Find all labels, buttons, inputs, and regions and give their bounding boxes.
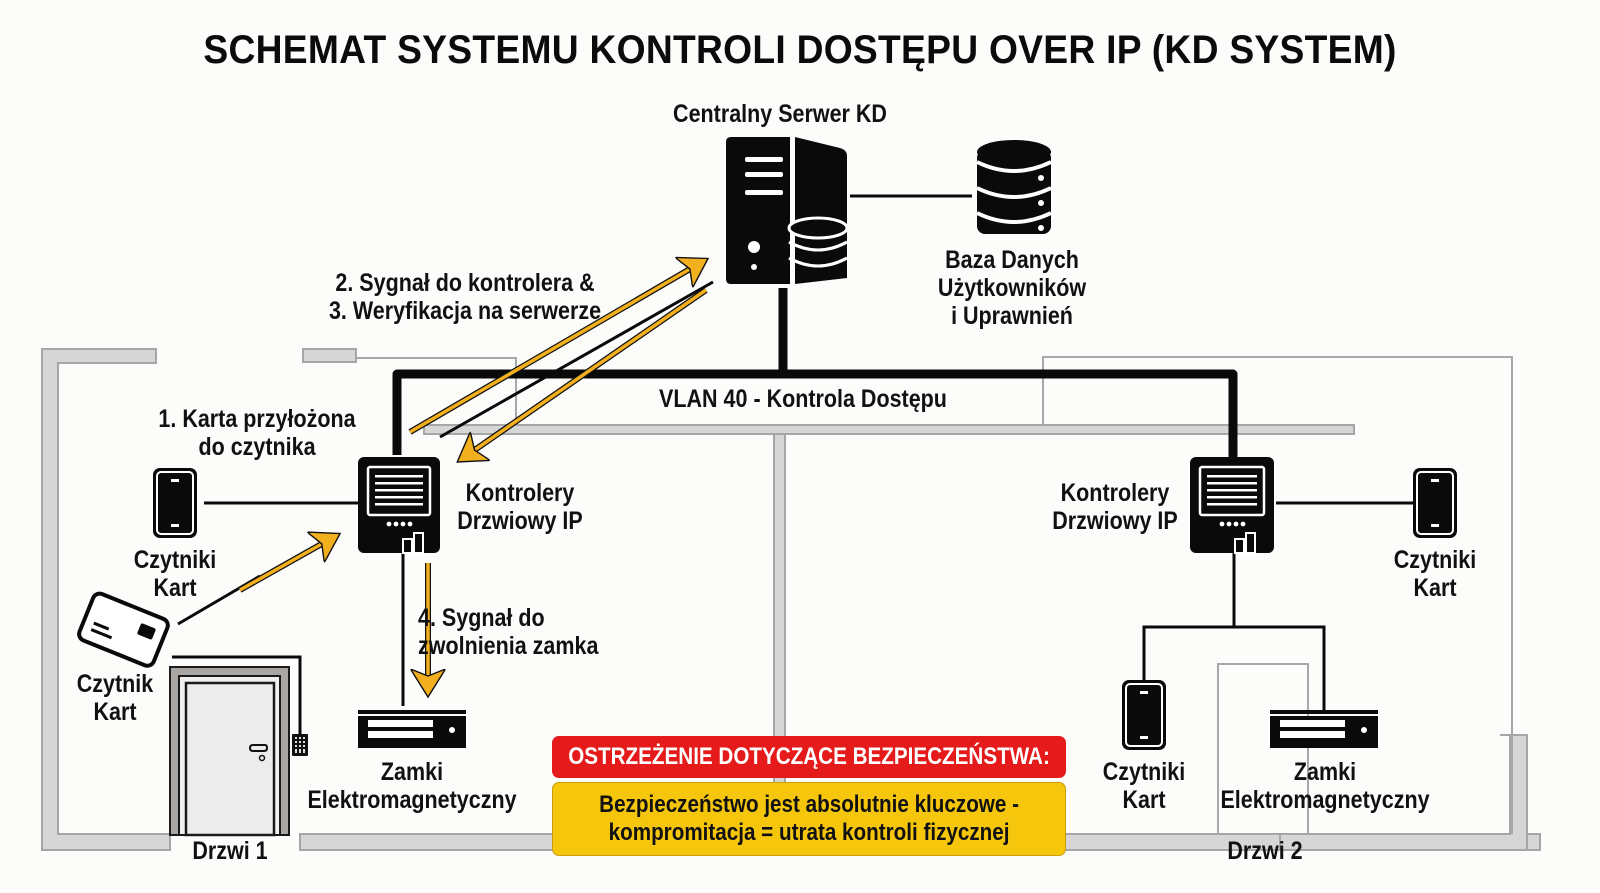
- vlan-label: VLAN 40 - Kontrola Dostępu: [659, 385, 947, 413]
- door-icon: [169, 666, 290, 837]
- card-label: Czytnik Kart: [76, 670, 154, 726]
- arrow-to-controller: [463, 287, 708, 458]
- maglock-icon-left: [358, 710, 466, 748]
- network-wires: [172, 194, 1416, 735]
- card-reader-icon-right: [1413, 468, 1457, 538]
- arrow-to-server: [408, 262, 702, 435]
- door-1-label: Drzwi 1: [192, 837, 268, 865]
- door-2-label: Drzwi 2: [1227, 837, 1303, 865]
- controller-icon-right: [1190, 457, 1274, 554]
- wall-segment-top-left: [302, 348, 357, 363]
- controller-label-left: Kontrolery Drzwiowy IP: [457, 479, 583, 535]
- controller-icon-left: [358, 457, 440, 554]
- signal-arrows: [177, 262, 714, 690]
- database-label: Baza Danych Użytkowników i Uprawnień: [937, 246, 1087, 330]
- vlan-bus: [392, 369, 1238, 457]
- keypad-icon: [292, 734, 308, 756]
- reader-label-left: Czytniki Kart: [133, 546, 217, 602]
- reader-label-right: Czytniki Kart: [1393, 546, 1477, 602]
- wall-left-room: [41, 348, 171, 851]
- server-label: Centralny Serwer KD: [673, 100, 887, 128]
- step-2-3-label: 2. Sygnał do kontrolera & 3. Weryfikacja…: [328, 269, 602, 325]
- maglock-icon-right: [1270, 710, 1378, 748]
- reader-label-bottom-right: Czytniki Kart: [1102, 758, 1186, 814]
- wall-right-room: [1279, 734, 1528, 851]
- right-lock-link: [1234, 625, 1326, 710]
- wall-corridor: [423, 424, 1355, 435]
- floor-plan-thin-lines: [356, 356, 1513, 834]
- left-keypad-link: [172, 655, 302, 735]
- step-4-label: 4. Sygnał do zwolnienia zamka: [418, 604, 599, 660]
- signal-line-controller-server: [439, 280, 714, 439]
- access-card-icon: [77, 591, 170, 668]
- security-warning-body: Bezpieczeństwo jest absolutnie kluczowe …: [552, 782, 1066, 856]
- arrow-card-to-controller: [238, 537, 334, 593]
- card-reader-icon-left: [153, 468, 197, 538]
- security-warning-heading: OSTRZEŻENIE DOTYCZĄCE BEZPIECZEŃSTWA:: [552, 736, 1066, 778]
- right-branch-link: [1142, 553, 1236, 682]
- database-icon: [976, 140, 1052, 234]
- server-icon: [726, 137, 849, 284]
- card-reader-icon-bottom-right: [1122, 680, 1166, 750]
- controller-label-right: Kontrolery Drzwiowy IP: [1052, 479, 1178, 535]
- step-1-label: 1. Karta przyłożona do czytnika: [158, 405, 356, 461]
- lock-label-left: Zamki Elektromagnetyczny: [307, 758, 517, 814]
- lock-label-right: Zamki Elektromagnetyczny: [1220, 758, 1430, 814]
- page-title: SCHEMAT SYSTEMU KONTROLI DOSTĘPU OVER IP…: [203, 28, 1397, 72]
